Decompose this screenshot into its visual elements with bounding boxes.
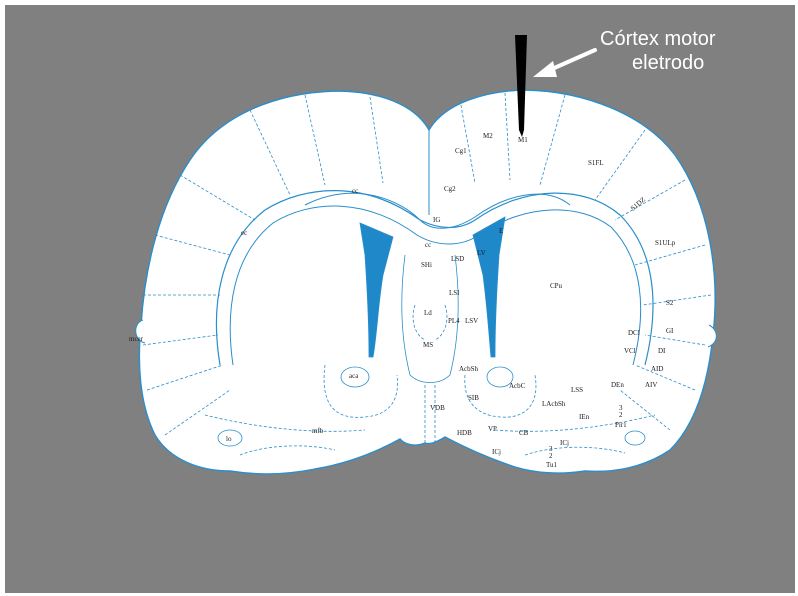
label-tu1: Tu1 (546, 461, 558, 469)
label-ien: IEn (579, 413, 590, 421)
label-dcl: DCl (628, 329, 640, 337)
label-sib: SIB (468, 394, 479, 402)
annotation-electrode: eletrodo (632, 51, 704, 75)
label-pir2: 2 (619, 411, 623, 419)
label-s2: S2 (666, 299, 674, 307)
label-cpu: CPu (550, 282, 563, 290)
label-lo: lo (226, 435, 232, 443)
label-vp: VP (488, 425, 497, 433)
label-lsv: LSV (465, 317, 478, 325)
label-hdb: HDB (457, 429, 472, 437)
label-di: DI (658, 347, 666, 355)
label-ig: IG (433, 216, 440, 224)
label-aiv: AIV (645, 381, 657, 389)
brain-outline (139, 90, 715, 474)
label-e: E (499, 227, 503, 235)
label-cg2: Cg2 (444, 185, 456, 193)
label-shi: SHi (421, 261, 432, 269)
label-aca: aca (349, 372, 359, 380)
label-pir1: Pir1 (615, 421, 627, 429)
label-pl4: PL4 (448, 317, 460, 325)
label-m1: M1 (518, 136, 528, 144)
label-cc: cc (425, 241, 431, 249)
label-m2: M2 (483, 132, 493, 140)
label-lss: LSS (571, 386, 583, 394)
slide-canvas: M2 M1 Cg1 Cg2 S1FL S1DZ S1ULp S2 GI DCl … (5, 5, 795, 593)
label-vdb: VDB (430, 404, 445, 412)
label-den: DEn (611, 381, 624, 389)
label-lv: LV (477, 249, 486, 257)
label-icj: ICj (560, 439, 569, 447)
label-s1fl: S1FL (588, 159, 604, 167)
callout-arrow (533, 50, 595, 77)
label-cb: CB (519, 429, 529, 437)
coronal-brain-atlas: M2 M1 Cg1 Cg2 S1FL S1DZ S1ULp S2 GI DCl … (5, 5, 795, 593)
label-cc-small: cc (352, 187, 358, 195)
lateral-bump-right (708, 325, 716, 347)
label-cg1: Cg1 (455, 147, 467, 155)
label-ms: MS (423, 341, 433, 349)
label-aid: AID (651, 365, 663, 373)
label-gi: GI (666, 327, 674, 335)
label-vcl: VCl (624, 347, 636, 355)
label-s1ulp: S1ULp (655, 239, 676, 247)
label-lsd: LSD (451, 255, 464, 263)
label-lacbsh: LAcbSh (542, 400, 566, 408)
label-tu2: 2 (549, 452, 553, 460)
label-acbsh: AcbSh (459, 365, 479, 373)
label-mcer: mcer (129, 335, 144, 343)
annotation-motor-cortex: Córtex motor (600, 27, 716, 51)
label-acbc: AcbC (509, 382, 526, 390)
label-lsi: LSI (449, 289, 460, 297)
label-ec: ec (241, 229, 247, 237)
label-mfb: mfb (312, 427, 324, 435)
label-icj-2: ICj (492, 448, 501, 456)
label-ld: Ld (424, 309, 432, 317)
